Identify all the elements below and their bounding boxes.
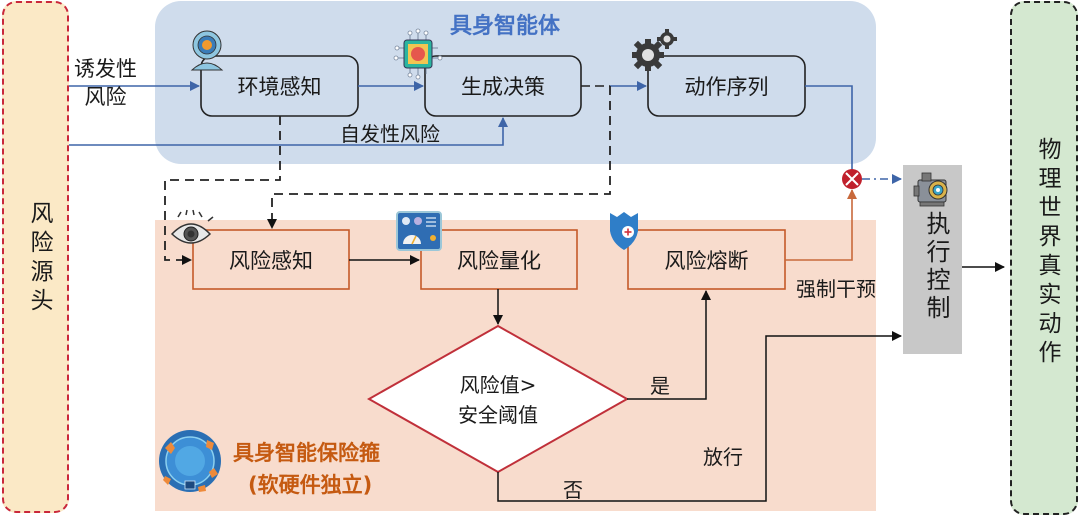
env-perception-node[interactable]: 环境感知 bbox=[237, 75, 322, 99]
generate-decision-node[interactable]: 生成决策 bbox=[461, 75, 545, 99]
decision-line-2: 安全阈值 bbox=[458, 403, 538, 427]
risk-source-column: 风险源头 bbox=[2, 1, 69, 513]
risk-quantify-node-box bbox=[420, 229, 578, 290]
edge-spontaneous-risk bbox=[69, 117, 508, 146]
spontaneous-risk-label: 自发性风险 bbox=[340, 122, 440, 146]
risk-threshold-decision[interactable]: 风险值> 安全阈值 bbox=[420, 370, 576, 430]
insurance-shield-badge-icon bbox=[159, 430, 221, 492]
embodied-agent-group bbox=[155, 1, 876, 164]
pass-label: 放行 bbox=[703, 445, 743, 469]
risk-breaker-node[interactable]: 风险熔断 bbox=[664, 248, 749, 273]
circuit-break-icon bbox=[842, 169, 862, 189]
induced-risk-label: 诱发性 风险 bbox=[74, 55, 137, 111]
risk-source-label: 风险源头 bbox=[26, 201, 52, 317]
shield-plus-icon bbox=[610, 212, 638, 250]
risk-perception-node[interactable]: 风险感知 bbox=[229, 248, 313, 273]
induced-risk-line-1: 诱发性 bbox=[74, 57, 137, 81]
decision-line-1: 风险值> bbox=[459, 373, 537, 397]
insurance-group-subtitle: (软硬件独立) bbox=[248, 473, 373, 497]
gears-icon bbox=[632, 29, 677, 71]
webcam-icon bbox=[190, 30, 224, 71]
physical-world-column: 物理世界真实动作 bbox=[1010, 1, 1078, 515]
dashboard-icon bbox=[396, 211, 442, 251]
risk-quantify-node[interactable]: 风险量化 bbox=[457, 248, 541, 273]
yes-label: 是 bbox=[650, 374, 670, 398]
agent-group-title: 具身智能体 bbox=[450, 14, 561, 39]
no-label: 否 bbox=[563, 478, 583, 502]
eye-icon bbox=[170, 209, 214, 244]
action-sequence-node[interactable]: 动作序列 bbox=[684, 75, 769, 99]
physical-world-label: 物理世界真实动作 bbox=[1034, 137, 1060, 369]
edge-yes-to-breaker bbox=[627, 290, 711, 400]
edge-action-to-breakpoint bbox=[805, 85, 853, 170]
edge-monitor-decision bbox=[267, 86, 611, 229]
ai-chip-brain-icon bbox=[393, 28, 443, 80]
actuator-motor-icon bbox=[913, 172, 948, 207]
execution-control-label: 执行控制 bbox=[922, 211, 950, 323]
edge-force-intervene bbox=[785, 189, 857, 261]
edge-no-pass-to-execution bbox=[497, 331, 902, 502]
insurance-group-title: 具身智能保险箍 bbox=[233, 441, 380, 465]
force-intervene-label: 强制干预 bbox=[796, 277, 876, 301]
induced-risk-line-2: 风险 bbox=[84, 85, 127, 109]
